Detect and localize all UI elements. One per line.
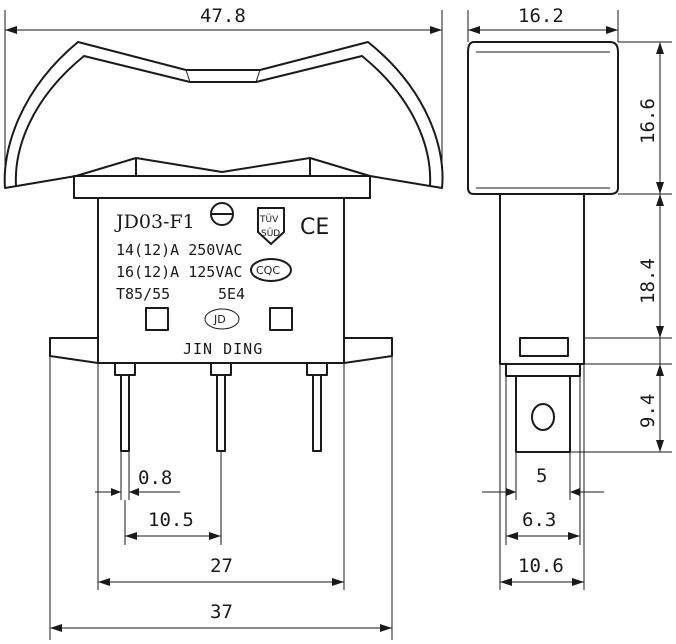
temp-rating: T85/55 bbox=[116, 285, 170, 303]
rating-line-2: 16(12)A 125VAC bbox=[116, 263, 242, 281]
svg-text:6.3: 6.3 bbox=[522, 509, 556, 531]
terminal-left bbox=[114, 362, 136, 452]
dim-body-height: 18.4 bbox=[637, 258, 659, 304]
dim-tab-width-outer: 6.3 bbox=[505, 376, 581, 545]
side-terminal-tab bbox=[515, 375, 571, 453]
dim-terminal-pitch: 10.5 bbox=[124, 451, 222, 545]
dim-overall-width: 47.8 bbox=[4, 5, 443, 188]
cqc-logo: CQC bbox=[250, 258, 292, 282]
tuv-sud-logo: TÜV SÜD bbox=[257, 207, 285, 245]
side-view: 16.2 16.6 18.4 9.4 5 bbox=[467, 5, 672, 590]
dim-side-base-width: 10.6 bbox=[499, 364, 585, 590]
rating-line-1: 14(12)A 250VAC bbox=[116, 241, 242, 259]
dim-vertical-chain bbox=[570, 41, 672, 453]
svg-text:10.6: 10.6 bbox=[518, 555, 564, 577]
svg-text:JD: JD bbox=[213, 313, 226, 326]
dim-terminal-length: 9.4 bbox=[637, 394, 659, 428]
side-clip bbox=[519, 337, 569, 357]
rocker-inner-curve bbox=[14, 55, 432, 187]
jd-logo: JD bbox=[204, 308, 240, 330]
flange-right bbox=[343, 337, 393, 364]
dim-side-width: 16.2 bbox=[467, 5, 619, 42]
svg-text:SÜD: SÜD bbox=[261, 228, 280, 239]
tab-hole bbox=[531, 403, 555, 431]
rocker-lower-edge bbox=[135, 158, 311, 176]
dim-tab-width: 5 bbox=[482, 452, 604, 500]
date-code: 5E4 bbox=[218, 285, 245, 303]
svg-text:10.5: 10.5 bbox=[148, 509, 194, 531]
svg-text:47.8: 47.8 bbox=[200, 5, 246, 27]
svg-text:0.8: 0.8 bbox=[138, 467, 172, 489]
svg-text:27: 27 bbox=[210, 555, 233, 577]
svg-text:TÜV: TÜV bbox=[259, 214, 279, 225]
side-actuator bbox=[467, 41, 619, 195]
rocker-ridge-left bbox=[185, 69, 191, 83]
dim-terminal-span: 27 bbox=[97, 363, 345, 590]
side-tab-base bbox=[505, 363, 581, 377]
svg-text:5: 5 bbox=[536, 465, 547, 487]
rocker-ridge-right bbox=[255, 69, 261, 83]
indicator-square-right bbox=[269, 307, 293, 331]
dim-actuator-height: 16.6 bbox=[637, 98, 659, 144]
model-label: JD03-F1 bbox=[114, 211, 195, 233]
ce-mark: CE bbox=[300, 215, 329, 240]
switch-bezel bbox=[73, 175, 371, 199]
flange-left bbox=[49, 337, 99, 364]
dim-terminal-width: 0.8 bbox=[95, 451, 180, 500]
svg-text:37: 37 bbox=[210, 601, 233, 623]
svg-text:16.2: 16.2 bbox=[518, 5, 564, 27]
terminal-middle bbox=[210, 362, 232, 452]
svg-text:CQC: CQC bbox=[256, 264, 280, 277]
indicator-square-left bbox=[145, 307, 169, 331]
brand-name: JIN DING bbox=[183, 340, 263, 358]
rocker-actuator bbox=[3, 41, 444, 189]
front-view: JD03-F1 14(12)A 250VAC 16(12)A 125VAC T8… bbox=[3, 5, 444, 640]
terminal-right bbox=[306, 362, 328, 452]
dim-flange-width: 37 bbox=[49, 356, 393, 640]
